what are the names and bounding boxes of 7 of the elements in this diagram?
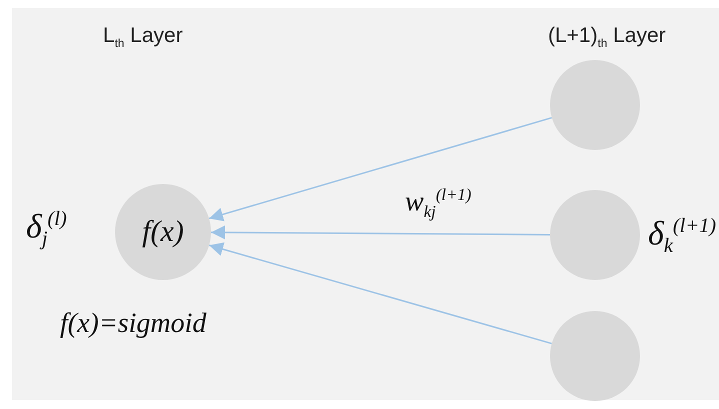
function-definition: f(x)=sigmoid	[60, 308, 206, 340]
arrow	[208, 116, 552, 222]
arrow	[208, 242, 552, 344]
arrow	[211, 225, 550, 240]
layer-title: L$_{th}$ Layer	[103, 24, 183, 50]
activation-function: f(x)	[142, 215, 184, 249]
layer-title: (L+1)$_{th}$ Layer	[548, 24, 666, 50]
